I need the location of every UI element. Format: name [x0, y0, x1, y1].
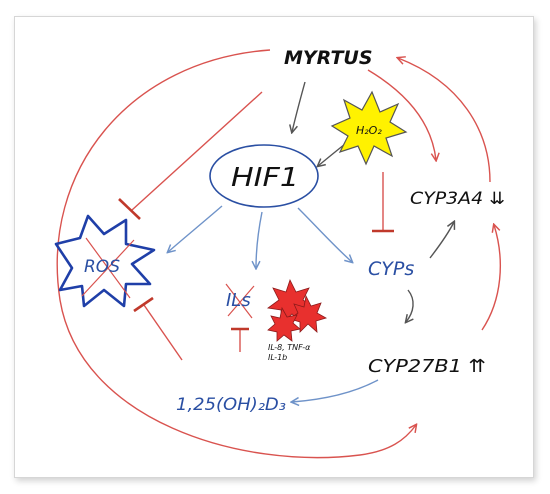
myrtus-label: MYRTUS — [284, 47, 373, 69]
cyp27b1-to-cyp3a4-arrow — [481, 225, 502, 331]
myrtus-inhibits-ros — [131, 91, 263, 211]
ils-cross-out — [225, 283, 255, 319]
myrtus-to-cyp3a4-arrow — [367, 69, 436, 160]
ils-detail-line1: IL-8, TNF-α — [268, 343, 311, 352]
vitd-label: 1,25(OH)₂D₃ — [176, 395, 286, 415]
vitd-inhibits-ros-bar — [133, 296, 154, 313]
vitd-inhibits-ros — [143, 304, 183, 361]
ros-label: ROS — [84, 257, 120, 277]
cyp3a4-label: CYP3A4 ⇊ — [410, 189, 505, 209]
cyp3a4-to-myrtus-arrow — [398, 58, 491, 183]
cyp27b1-to-vitd-arrow — [292, 379, 379, 402]
cyps-label: CYPs — [368, 258, 414, 280]
ils-detail-line2: IL-1b — [268, 353, 287, 362]
ils-label: ILs — [226, 290, 251, 311]
cyp27b1-label: CYP27B1 ⇈ — [368, 356, 486, 377]
cyps-to-cyp3a4-arrow — [429, 222, 454, 259]
myrtus-inhibits-ros-bar — [118, 198, 141, 220]
hif1-ellipse — [209, 144, 319, 208]
myrtus-to-hif1-arrow — [292, 81, 306, 132]
ros-cross-out — [81, 237, 135, 299]
diagram-frame — [14, 16, 534, 478]
hif1-to-ils-arrow — [256, 211, 263, 268]
h2o2-label: H₂O₂ — [356, 124, 382, 137]
hif1-to-cyps-arrow — [297, 207, 352, 262]
hif1-label: HIF1 — [231, 163, 299, 193]
ros-burst-shape — [54, 214, 156, 308]
ils-burst-cluster — [266, 278, 328, 342]
hif1-to-ros-arrow — [168, 205, 223, 252]
h2o2-burst-shape — [330, 90, 408, 166]
cyps-to-cyp27b1-arrow — [406, 289, 414, 322]
outer-loop-arrow — [56, 49, 416, 459]
